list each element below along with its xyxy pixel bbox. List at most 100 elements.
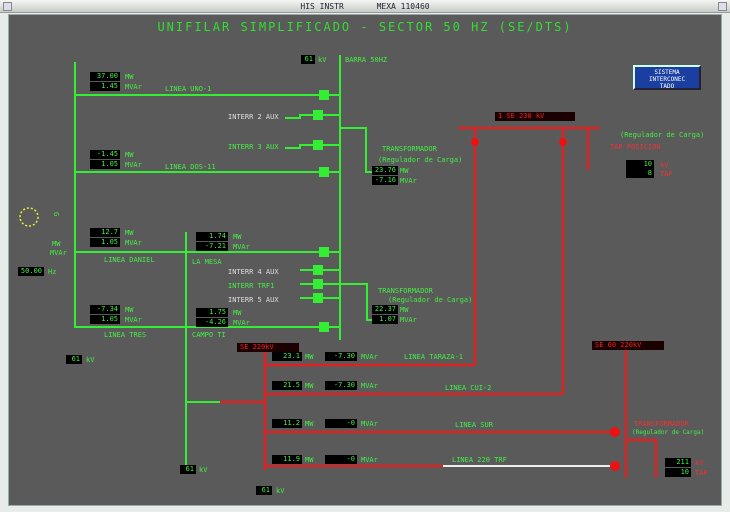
regulator-value: 8 xyxy=(626,169,654,178)
red-bus-label: SE 220kV xyxy=(237,343,299,352)
generator-label: G xyxy=(52,212,60,217)
feeder-name: LINEA DANIEL xyxy=(104,256,155,264)
window-title-bar[interactable]: HIS INSTR MEXA 110460 xyxy=(0,0,730,13)
unit: MW xyxy=(400,167,409,175)
feeder-mw: -1.45 xyxy=(90,150,120,159)
feeder-name: LINEA TRES xyxy=(104,331,147,339)
breaker xyxy=(313,110,323,120)
unit: MW xyxy=(305,420,314,428)
feeder-mvar: 1.05 xyxy=(90,160,120,169)
breaker-closed xyxy=(559,138,567,146)
feeder-mvar: -7.21 xyxy=(196,242,228,251)
unit: MW xyxy=(305,382,314,390)
breaker-label[interactable]: INTERR TRF1 xyxy=(228,282,275,290)
unit: kV xyxy=(86,356,95,364)
unit: kV xyxy=(318,56,327,64)
feeder-mw: 11.9 xyxy=(272,455,302,464)
feeder-mw: 37.00 xyxy=(90,72,120,81)
transformer-label: (Regulador de Carga) xyxy=(378,156,463,164)
bus-voltage: 61 xyxy=(256,486,272,495)
feeder-name: LINEA DOS-11 xyxy=(165,163,216,171)
unit: kV xyxy=(695,459,704,467)
feeder-name: CAMPO TI xyxy=(192,331,226,339)
unit: MW xyxy=(125,151,134,159)
generator-icon xyxy=(19,207,39,227)
feeder-mw: 11.2 xyxy=(272,419,302,428)
window-title-left: HIS INSTR xyxy=(300,2,344,11)
red-bus-label: SE 60 220kV xyxy=(592,341,664,350)
transformer-value: 10 xyxy=(665,468,691,477)
unit: MVAr xyxy=(125,161,142,169)
red-bus-label: 1 SE 230 kV xyxy=(495,112,575,121)
breaker-label[interactable]: INTERR 2 AUX xyxy=(228,113,279,121)
button-line: INTERCONEC xyxy=(648,76,686,83)
breaker xyxy=(313,293,323,303)
unit: Hz xyxy=(48,268,57,276)
unit: MVAr xyxy=(361,353,378,361)
breaker-label[interactable]: INTERR 3 AUX xyxy=(228,143,279,151)
unit: MVAr xyxy=(361,382,378,390)
unit: MVAr xyxy=(50,249,67,257)
unit: MVAr xyxy=(125,83,142,91)
frequency-value: 50.00 xyxy=(18,267,44,276)
unit: MW xyxy=(125,229,134,237)
window-maximize-button[interactable] xyxy=(718,2,727,11)
feeder-mw: 21.5 xyxy=(272,381,302,390)
transformer-label: (Regulador de Carga) xyxy=(632,429,705,436)
transformer-mvar: 1.07 xyxy=(372,315,398,324)
feeder-name: LA MESA xyxy=(192,258,222,266)
breaker xyxy=(319,322,329,332)
transformer-label: (Regulador de Carga) xyxy=(388,296,473,304)
feeder-mw: 1.74 xyxy=(196,232,228,241)
bus-top-label: BARRA 50HZ xyxy=(345,56,388,64)
feeder-name: LINEA 220 TRF xyxy=(452,456,507,464)
feeder-mw: 12.7 xyxy=(90,228,120,237)
bus-voltage: 61 xyxy=(66,355,82,364)
unit: MW xyxy=(233,233,242,241)
unit: MW xyxy=(400,306,409,314)
sistema-interconectado-button[interactable]: SISTEMA INTERCONEC TADO xyxy=(633,65,701,90)
unit: MVAr xyxy=(400,177,417,185)
feeder-mvar: -7.30 xyxy=(325,352,357,361)
transformer-label: TRANSFORMADOR xyxy=(382,145,437,153)
feeder-mvar: -7.30 xyxy=(325,381,357,390)
breaker-label[interactable]: INTERR 4 AUX xyxy=(228,268,279,276)
window-menu-button[interactable] xyxy=(3,2,12,11)
unit: MVAr xyxy=(233,243,250,251)
unit: MVAr xyxy=(361,456,378,464)
button-line: TADO xyxy=(659,83,675,90)
unit: kV xyxy=(660,161,669,169)
breaker xyxy=(319,167,329,177)
bus-voltage: 61 xyxy=(180,465,196,474)
unit: MVAr xyxy=(125,316,142,324)
feeder-mvar: 1.05 xyxy=(90,315,120,324)
window-title-right: MEXA 110460 xyxy=(376,2,430,11)
transformer-mvar: -7.16 xyxy=(372,176,398,185)
button-line: SISTEMA xyxy=(654,69,680,76)
breaker-closed xyxy=(610,461,620,471)
regulator-sub: TAP POSICION xyxy=(610,143,661,151)
feeder-mvar: -0 xyxy=(325,455,357,464)
transformer-label: TRANSFORMADOR xyxy=(378,287,433,295)
breaker-closed xyxy=(610,427,620,437)
transformer-mw: 22.37 xyxy=(372,305,398,314)
feeder-mw: 23.1 xyxy=(272,352,302,361)
feeder-mvar: -4.26 xyxy=(196,318,228,327)
page-title: UNIFILAR SIMPLIFICADO - SECTOR 50 HZ (SE… xyxy=(157,20,573,34)
feeder-name: LINEA UNO-1 xyxy=(165,85,212,93)
transformer-value: 211 xyxy=(665,458,691,467)
feeder-name: LINEA CUI-2 xyxy=(445,384,492,392)
breaker-closed xyxy=(471,138,479,146)
bus-top-voltage: 61 xyxy=(301,55,315,64)
unit: kV xyxy=(199,466,208,474)
breaker-label[interactable]: INTERR 5 AUX xyxy=(228,296,279,304)
unit: MVAr xyxy=(233,319,250,327)
unit: MVAr xyxy=(125,239,142,247)
transformer-label: TRANSFORMADOR xyxy=(634,420,689,428)
feeder-mw: -7.34 xyxy=(90,305,120,314)
unit: MVAr xyxy=(400,316,417,324)
breaker xyxy=(319,247,329,257)
unit: MW xyxy=(52,240,61,248)
breaker xyxy=(319,90,329,100)
